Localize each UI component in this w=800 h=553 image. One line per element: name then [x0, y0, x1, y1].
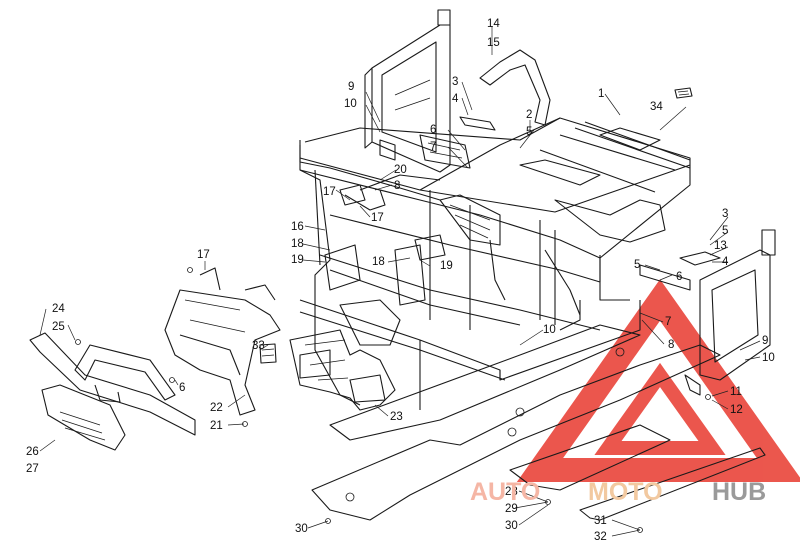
- watermark-text: AUTO MOTO HUB: [470, 478, 766, 506]
- callout-33: 33: [252, 340, 265, 352]
- callout-15: 15: [487, 37, 500, 49]
- main-frame: [289, 117, 691, 411]
- callout-6: 6: [430, 124, 436, 136]
- callout-30: 30: [295, 523, 308, 535]
- callout-19: 19: [291, 254, 304, 266]
- callout-20: 20: [394, 164, 407, 176]
- callout-3: 3: [452, 76, 458, 88]
- callout-31: 31: [594, 515, 607, 527]
- callout-34: 34: [650, 101, 663, 113]
- callout-25: 25: [52, 321, 65, 333]
- callout-8: 8: [394, 180, 400, 192]
- callout-30: 30: [505, 520, 518, 532]
- callout-32: 32: [594, 531, 607, 543]
- callout-7: 7: [430, 141, 436, 153]
- callout-6: 6: [676, 271, 682, 283]
- watermark-auto: AUTO: [470, 478, 540, 506]
- callout-4: 4: [722, 256, 729, 268]
- callout-16: 16: [291, 221, 304, 233]
- callout-10: 10: [762, 352, 775, 364]
- top-bar: [479, 49, 551, 126]
- callout-19: 19: [440, 260, 453, 272]
- callout-1: 1: [598, 88, 604, 100]
- callout-17: 17: [197, 249, 210, 261]
- callout-18: 18: [291, 238, 304, 250]
- roll-cage-right: [684, 229, 776, 396]
- callout-7: 7: [665, 316, 671, 328]
- watermark-logo: [516, 279, 800, 482]
- callout-4: 4: [452, 93, 459, 105]
- callout-28: 28: [505, 486, 518, 498]
- callout-21: 21: [210, 420, 223, 432]
- front-bracket: [164, 267, 281, 416]
- callout-22: 22: [210, 402, 223, 414]
- callout-labels: 14 15 1 3 4 2 5 6 7 34 9 10 20 8 17 17 1…: [26, 18, 775, 543]
- callout-14: 14: [487, 18, 500, 30]
- callout-11: 11: [730, 386, 742, 398]
- callout-18: 18: [372, 256, 385, 268]
- skid-plates: [311, 324, 766, 521]
- callout-10: 10: [344, 98, 357, 110]
- callout-6: 6: [179, 382, 185, 394]
- callout-5: 5: [634, 259, 640, 271]
- callout-5: 5: [722, 225, 728, 237]
- front-skid: [41, 384, 126, 451]
- callout-3: 3: [722, 208, 728, 220]
- callout-2: 2: [526, 109, 532, 121]
- callout-13: 13: [714, 240, 727, 252]
- watermark-hub: HUB: [712, 478, 766, 506]
- callout-24: 24: [52, 303, 65, 315]
- callout-23: 23: [390, 411, 403, 423]
- callout-27: 27: [26, 463, 39, 475]
- watermark-moto: MOTO: [588, 478, 663, 506]
- callout-12: 12: [730, 404, 743, 416]
- callout-17: 17: [323, 186, 336, 198]
- callout-29: 29: [505, 503, 518, 515]
- callout-26: 26: [26, 446, 39, 458]
- roll-cage-left: [364, 9, 451, 173]
- callout-5: 5: [526, 126, 532, 138]
- callout-8: 8: [668, 339, 674, 351]
- callout-9: 9: [348, 81, 354, 93]
- small-brackets: [75, 87, 721, 533]
- leader-lines: [39, 26, 761, 537]
- callout-17: 17: [371, 212, 384, 224]
- callout-10: 10: [543, 324, 556, 336]
- callout-9: 9: [762, 335, 768, 347]
- front-bumper: [29, 332, 196, 436]
